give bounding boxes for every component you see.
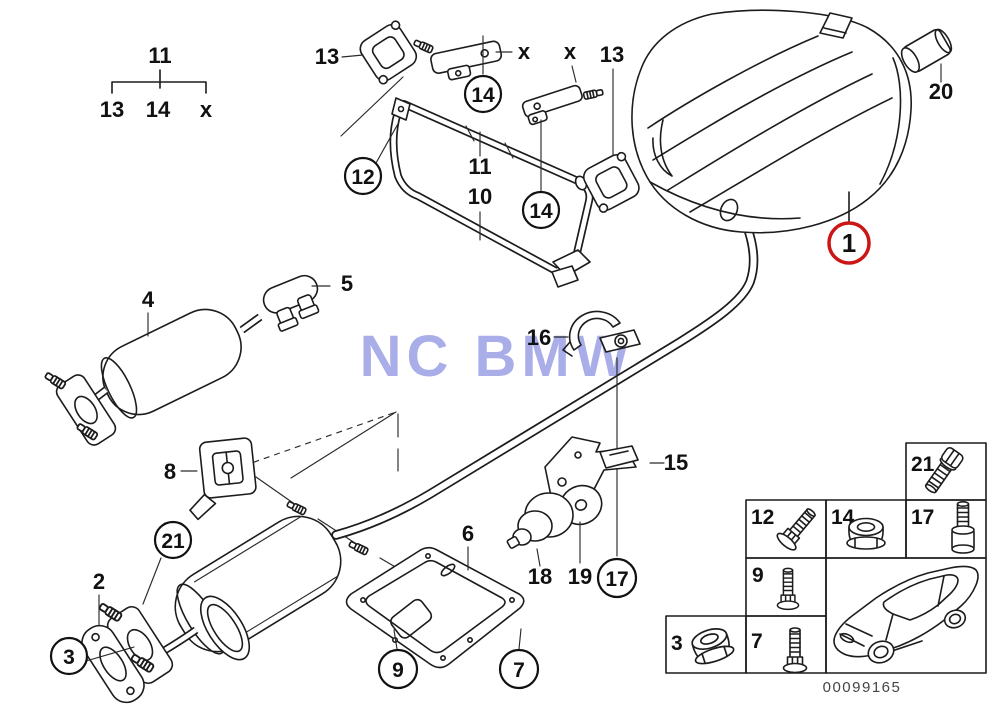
bracket-stud-icon xyxy=(412,38,435,54)
exhaust-gasket xyxy=(81,624,145,704)
callout-15: 15 xyxy=(664,450,688,475)
support-bracket-top-right xyxy=(521,84,605,126)
pipe-clamp-16 xyxy=(562,310,641,357)
callout-2: 2 xyxy=(93,569,105,594)
rubber-buffer-18 xyxy=(506,492,574,549)
callout-9: 9 xyxy=(392,659,404,682)
legend-label-21: 21 xyxy=(911,453,935,476)
car-sketch xyxy=(833,565,979,664)
callout-7: 7 xyxy=(513,659,525,682)
front-flange xyxy=(97,601,174,685)
flange-bolt-icon xyxy=(774,502,822,554)
rubber-mount-13-left xyxy=(359,20,418,85)
callout-10: 10 xyxy=(468,184,492,209)
mounting-stud-icon xyxy=(285,499,308,516)
heat-shield xyxy=(345,546,525,669)
callout-21: 21 xyxy=(161,530,185,553)
callout-6: 6 xyxy=(462,521,474,546)
bracket-stud-icon xyxy=(582,87,605,101)
rubber-mount-13-right xyxy=(582,151,640,213)
callout-16: 16 xyxy=(527,325,551,350)
callout-5: 5 xyxy=(341,271,353,296)
mounting-stud-icon xyxy=(347,539,370,556)
rubber-bracket-8 xyxy=(189,437,257,521)
callout-17: 17 xyxy=(605,568,628,591)
alignment-lines xyxy=(242,76,404,569)
callout-11: 11 xyxy=(468,154,491,179)
front-silencer xyxy=(43,308,263,446)
tree-child-label: 13 xyxy=(100,97,124,122)
flange-stud-icon xyxy=(43,370,67,391)
callout-x-right: x xyxy=(564,39,577,64)
callout-8: 8 xyxy=(164,459,176,484)
rear-muffler xyxy=(631,9,912,234)
callout-1: 1 xyxy=(842,228,856,258)
callout-14-right: 14 xyxy=(529,200,553,223)
center-muffler xyxy=(159,515,342,661)
flange-bolt-icon xyxy=(782,627,808,674)
callout-4: 4 xyxy=(142,287,155,312)
legend-label-14: 14 xyxy=(831,506,855,529)
callout-18: 18 xyxy=(528,564,552,589)
legend-label-9: 9 xyxy=(752,564,764,587)
tailpipe-tip xyxy=(900,28,953,73)
callout-13-left: 13 xyxy=(315,44,339,69)
socket-head-bolt-icon xyxy=(951,500,975,554)
support-bracket-top-left xyxy=(412,38,503,81)
tree-child-label: 14 xyxy=(146,97,171,122)
callout-3: 3 xyxy=(63,646,75,669)
watermark-text: NC BMW xyxy=(360,324,635,389)
fastener-legend: 21 12 14 17 9 3 7 00099165 xyxy=(665,442,987,696)
image-number: 00099165 xyxy=(823,679,902,696)
flange-nut-icon xyxy=(846,517,886,550)
exhaust-clamp-5 xyxy=(262,274,320,332)
callout-20: 20 xyxy=(929,79,953,104)
callout-12: 12 xyxy=(351,166,374,189)
flange-bolt-icon xyxy=(776,567,800,611)
exhaust-pipe xyxy=(331,185,759,540)
flange-nut-icon xyxy=(686,623,737,668)
tree-child-label: x xyxy=(200,97,213,122)
legend-label-3: 3 xyxy=(671,632,683,655)
tree-root-label: 11 xyxy=(148,43,171,68)
legend-label-12: 12 xyxy=(751,506,774,529)
callout-13-right: 13 xyxy=(600,42,624,67)
part-hierarchy-tree: 11 13 14 x xyxy=(100,43,213,122)
callout-19: 19 xyxy=(568,564,592,589)
highlight-circle-1 xyxy=(827,221,871,265)
callouts: 11 13 14 x 13 x 14 x 13 12 11 10 14 20 1… xyxy=(49,35,953,690)
legend-label-7: 7 xyxy=(751,630,763,653)
legend-label-17: 17 xyxy=(911,506,934,529)
callout-14-left: 14 xyxy=(471,84,495,107)
hanger-frame xyxy=(389,97,594,288)
callout-x-left: x xyxy=(518,39,531,64)
